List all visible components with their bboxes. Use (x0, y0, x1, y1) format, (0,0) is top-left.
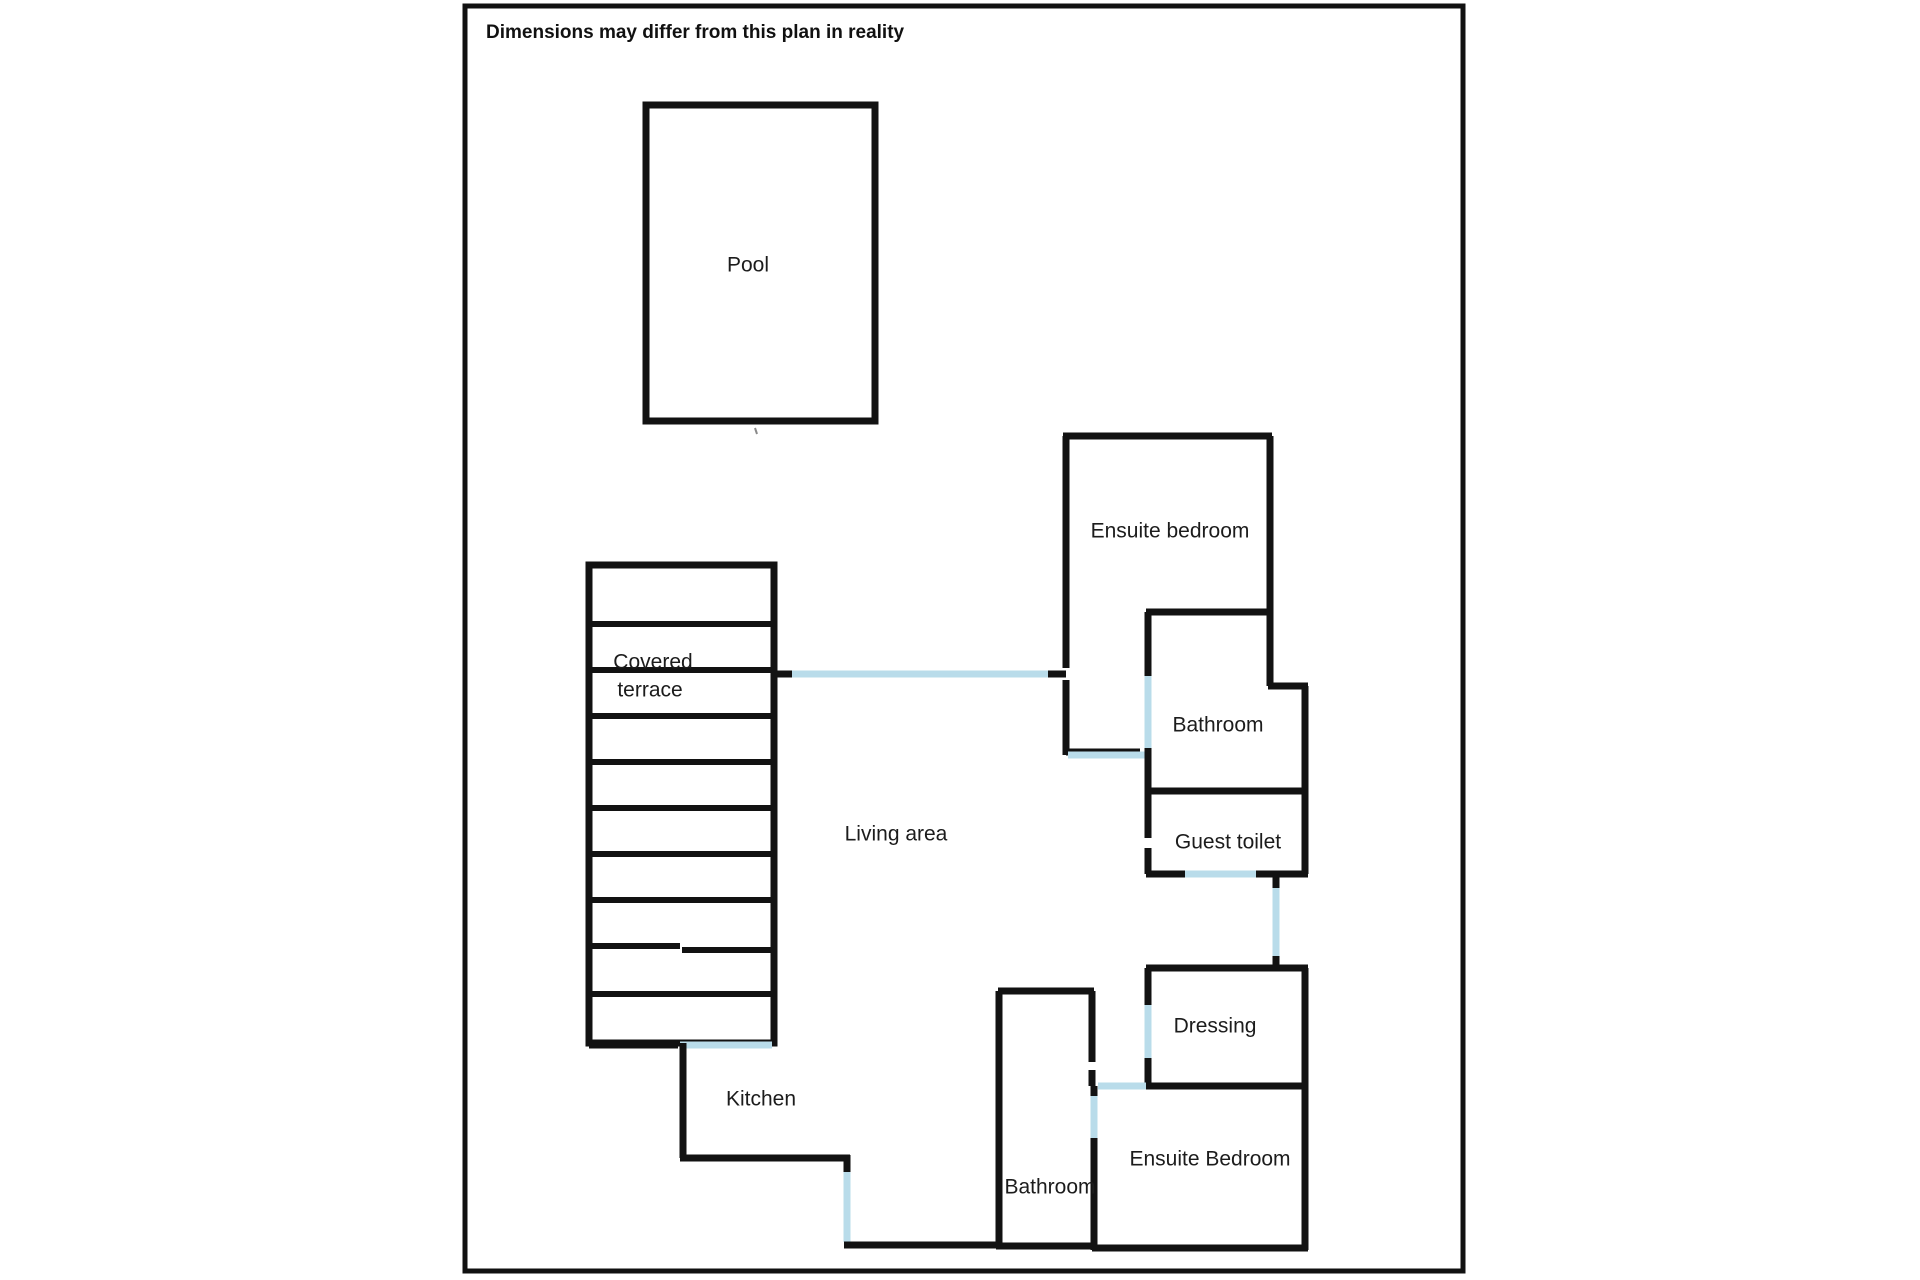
label-ensuite-bedroom-bottom: Ensuite Bedroom (1129, 1148, 1290, 1171)
room-kitchen (679, 1043, 1000, 1249)
pool-tick-mark (754, 427, 758, 435)
plan-disclaimer-note: Dimensions may differ from this plan in … (486, 22, 905, 43)
label-dressing: Dressing (1174, 1015, 1257, 1038)
room-bathroom-top (1144, 608, 1309, 796)
label-covered-terrace-line1: Covered (613, 651, 692, 674)
label-bathroom-bottom: Bathroom (1004, 1176, 1095, 1199)
room-dressing (1144, 964, 1309, 1090)
pool-outline (642, 101, 879, 425)
label-guest-toilet: Guest toilet (1175, 831, 1281, 854)
room-pool (642, 101, 879, 435)
plan-outer-border (462, 3, 1466, 1274)
label-living-area: Living area (845, 823, 948, 846)
room-bathroom-bottom (995, 987, 1096, 1250)
terrace-outline (585, 561, 778, 1047)
room-covered-terrace (585, 561, 778, 1049)
label-bathroom-top: Bathroom (1172, 714, 1263, 737)
label-covered-terrace-line2: terrace (617, 679, 682, 702)
room-ensuite-bedroom-top (1062, 432, 1274, 759)
label-pool: Pool (727, 254, 769, 277)
room-guest-toilet (1144, 791, 1309, 878)
label-ensuite-bedroom-top: Ensuite bedroom (1091, 520, 1250, 543)
label-kitchen: Kitchen (726, 1088, 796, 1111)
room-ensuite-bedroom-bottom (1090, 1082, 1309, 1252)
